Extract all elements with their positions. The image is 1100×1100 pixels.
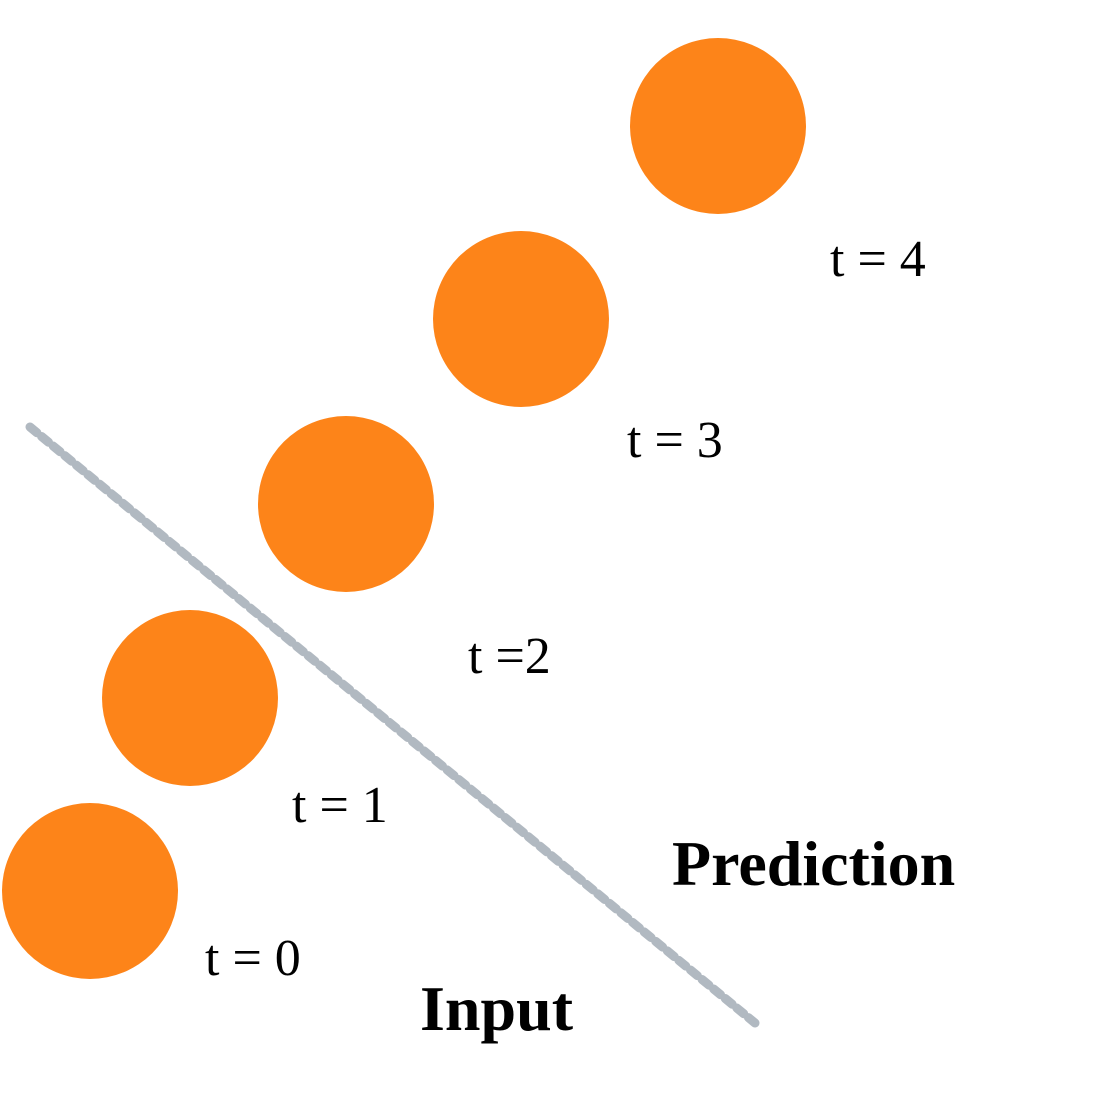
ball-t2	[258, 416, 434, 592]
label-t2: t =2	[468, 628, 551, 685]
input-prediction-divider	[25, 422, 760, 1028]
input-region-label: Input	[420, 973, 574, 1044]
label-t3: t = 3	[627, 412, 723, 469]
label-t4: t = 4	[830, 231, 926, 288]
ball-t3	[433, 231, 609, 407]
prediction-region-label: Prediction	[672, 828, 955, 899]
ball-t4	[630, 38, 806, 214]
label-t0: t = 0	[205, 930, 301, 987]
ball-t0	[2, 803, 178, 979]
ball-t1	[102, 610, 278, 786]
label-t1: t = 1	[292, 777, 388, 834]
